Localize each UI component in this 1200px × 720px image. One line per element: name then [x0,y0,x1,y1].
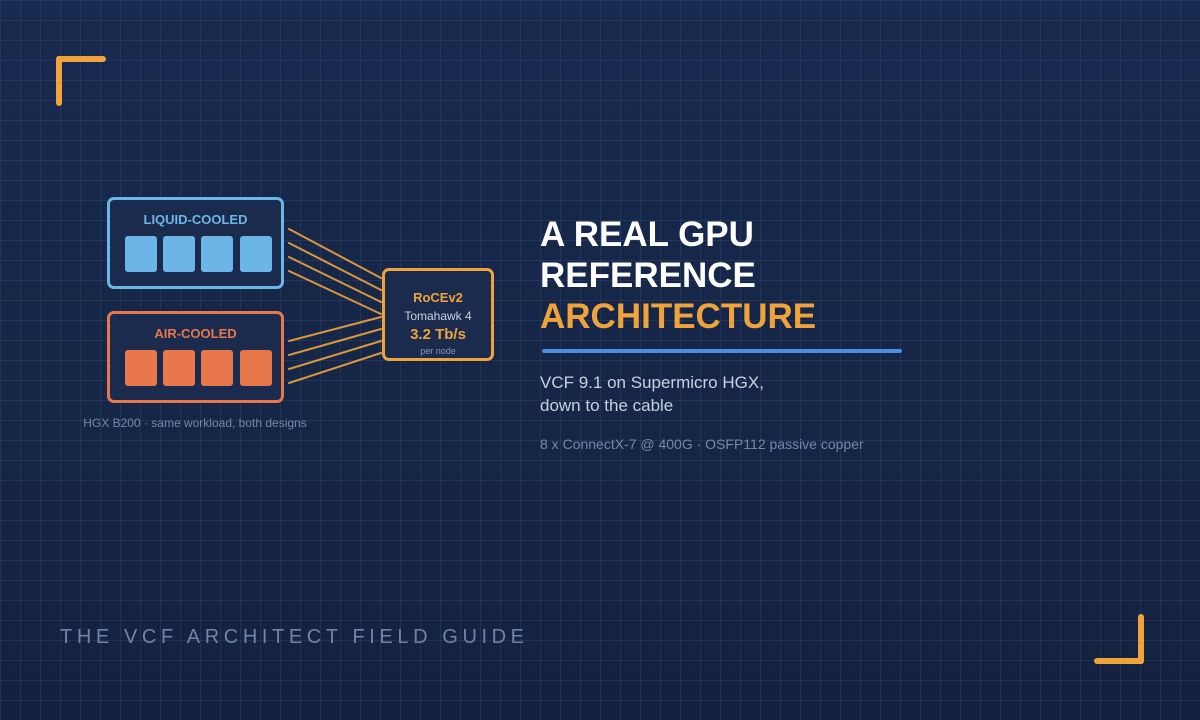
link-air-4 [288,352,382,384]
link-liquid-2 [288,242,382,291]
corner-bracket-top-left [56,56,106,106]
switch-protocol: RoCEv2 [413,290,463,305]
air-cooled-title: AIR-COOLED [154,326,237,341]
switch-chip: Tomahawk 4 [404,309,472,323]
link-air-3 [288,340,382,370]
switch-bandwidth-note: per node [420,346,456,356]
gpu-block [240,236,272,272]
liquid-cooled-title: LIQUID-COOLED [143,212,248,227]
switch-bandwidth: 3.2 Tb/s [410,326,466,343]
headline-underline [542,349,902,353]
link-air-2 [288,328,382,356]
gpu-block [201,236,233,272]
gpu-block [163,350,195,386]
liquid-cooled-node: LIQUID-COOLED [107,197,284,289]
corner-bracket-bottom-right [1094,614,1144,664]
headline-line-2: REFERENCE [540,256,756,295]
link-liquid-3 [288,256,382,303]
subtitle: VCF 9.1 on Supermicro HGX, down to the c… [540,371,764,417]
link-liquid-4 [288,270,382,315]
gpu-block [163,236,195,272]
spec-line: 8 x ConnectX-7 @ 400G · OSFP112 passive … [540,436,864,452]
headline: A REAL GPU REFERENCE ARCHITECTURE [540,214,816,337]
gpu-block [240,350,272,386]
subtitle-line-2: down to the cable [540,396,674,415]
subtitle-line-1: VCF 9.1 on Supermicro HGX, [540,373,764,392]
gpu-block [125,236,157,272]
network-switch: RoCEv2 Tomahawk 4 3.2 Tb/s per node [382,268,494,361]
diagram-caption: HGX B200 · same workload, both designs [83,416,307,430]
link-air-1 [288,316,382,342]
gpu-block [125,350,157,386]
gpu-block [201,350,233,386]
air-cooled-node: AIR-COOLED [107,311,284,403]
link-liquid-1 [288,228,382,279]
footer-brand: THE VCF ARCHITECT FIELD GUIDE [60,626,529,648]
headline-line-3: ARCHITECTURE [540,297,817,336]
headline-line-1: A REAL GPU [540,215,754,254]
